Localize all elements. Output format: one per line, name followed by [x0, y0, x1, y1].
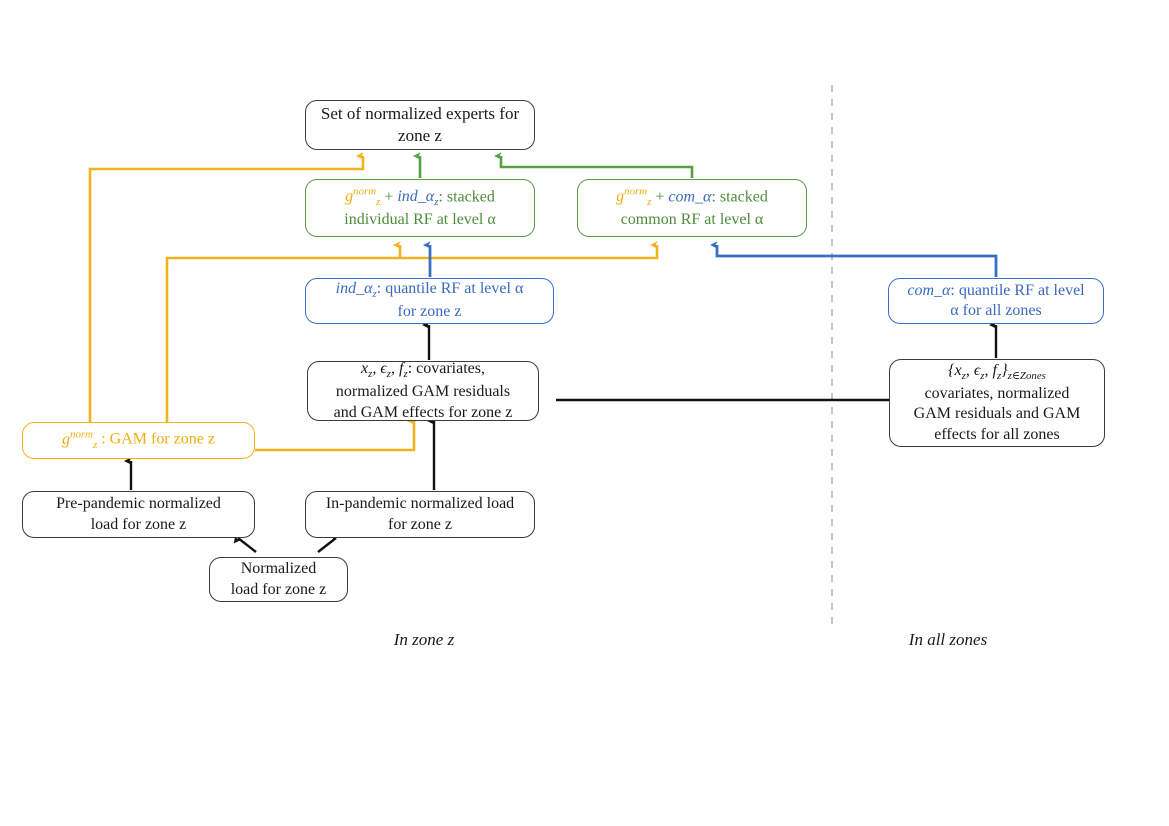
com-alpha-symbol: com_α	[668, 187, 712, 205]
stacked-common-rest: : stacked	[711, 187, 768, 205]
covariates-zone-line3: and GAM effects for zone z	[333, 403, 513, 421]
f-sub-all: z	[996, 369, 1002, 382]
set-of-normalized-experts-box[interactable]: Set of normalized experts for zone z	[305, 100, 535, 150]
f-symbol-all: f	[992, 361, 997, 379]
g-norm-z-term: gnormz	[345, 185, 381, 209]
stacked-individual-rf-box[interactable]: gnormz + ind_αz: stacked individual RF a…	[305, 179, 535, 237]
edge-normalized-load-to-pre-pandemic	[233, 535, 257, 553]
experts-line2: zone z	[398, 126, 442, 145]
pre-pandemic-text: Pre-pandemic normalized load for zone z	[56, 494, 221, 535]
g-subscript-2: z	[647, 196, 652, 209]
edge-gam-to-experts	[88, 152, 365, 452]
com-alpha-quantile-rf-box[interactable]: com_α: quantile RF at level α for all zo…	[888, 278, 1104, 324]
pre-pandemic-line1: Pre-pandemic normalized	[56, 495, 221, 513]
ind-alpha-term-symbol: ind_α	[335, 280, 373, 298]
ind-alpha-symbol: ind_α	[397, 187, 435, 205]
com-alpha-line2: α for all zones	[950, 302, 1042, 319]
x-sub-all: z	[961, 369, 966, 382]
g-norm-z-term-2: gnormz	[616, 185, 652, 209]
experts-line1: Set of normalized experts for	[320, 104, 520, 124]
edge-com-alpha-to-stacked-common	[710, 241, 998, 277]
com-alpha-rest: : quantile RF at level	[950, 281, 1085, 299]
epsilon-symbol-all: ϵ	[973, 361, 981, 379]
g-superscript: norm	[353, 185, 377, 198]
gam-symbol-group: gnormz	[62, 428, 98, 451]
gam-text: gnormz : GAM for zone z	[62, 428, 215, 452]
gam-g-symbol: g	[62, 430, 71, 448]
epsilon-sub: z	[386, 368, 392, 381]
brace-open: {	[948, 361, 955, 379]
region-label-in-zone-z: In zone z	[393, 630, 455, 649]
ind-alpha-rest: : quantile RF at level α	[376, 280, 524, 298]
edge-normalized-load-to-in-pandemic	[317, 532, 340, 553]
com-alpha-box-text: com_α: quantile RF at level α for all zo…	[907, 281, 1084, 322]
covariates-all-line3: GAM residuals and GAM	[913, 405, 1081, 423]
covariates-all-line2: covariates, normalized	[924, 384, 1070, 402]
normalized-load-box[interactable]: Normalized load for zone z	[209, 557, 348, 602]
stacked-individual-text: gnormz + ind_αz: stacked individual RF a…	[344, 186, 495, 231]
edge-stacked-common-to-experts	[494, 152, 694, 178]
in-pandemic-line2: for zone z	[388, 515, 452, 533]
pre-pandemic-line2: load for zone z	[90, 515, 187, 533]
x-symbol-all: x	[954, 361, 962, 379]
pre-pandemic-load-box[interactable]: Pre-pandemic normalized load for zone z	[22, 491, 255, 538]
stacked-common-text: gnormz + com_α: stacked common RF at lev…	[616, 186, 768, 231]
f-symbol: f	[399, 359, 404, 377]
stacked-individual-line2: individual RF at level α	[344, 210, 496, 228]
covariates-zone-text: xz, ϵz, fz: covariates, normalized GAM r…	[334, 359, 513, 423]
ind-alpha-box-text: ind_αz: quantile RF at level α for zone …	[336, 279, 524, 323]
covariates-zone-rest: : covariates,	[407, 359, 485, 377]
normalized-load-line2: load for zone z	[230, 580, 327, 598]
region-label-in-all-zones: In all zones	[908, 630, 988, 649]
covariates-all-line4: effects for all zones	[934, 425, 1060, 443]
gam-g-superscript: norm	[70, 428, 93, 441]
plus-symbol-2: +	[655, 187, 665, 205]
ind-alpha-line2: for zone z	[397, 303, 462, 321]
ind-alpha-term: ind_αz	[397, 187, 439, 209]
g-symbol-2: g	[616, 187, 625, 205]
ind-alpha-quantile-rf-box[interactable]: ind_αz: quantile RF at level α for zone …	[305, 278, 554, 324]
covariates-zone-box[interactable]: xz, ϵz, fz: covariates, normalized GAM r…	[307, 359, 539, 423]
g-symbol: g	[345, 187, 354, 205]
covariates-zone-math: xz, ϵz, fz	[360, 359, 408, 381]
in-pandemic-line1: In-pandemic normalized load	[325, 495, 515, 513]
ind-alpha-label: ind_αz	[335, 280, 377, 301]
plus-symbol: +	[384, 187, 394, 205]
com-alpha-term-symbol: com_α	[907, 281, 951, 299]
ind-alpha-term-sub: z	[372, 288, 377, 301]
edge-gam-to-covariates-zone	[255, 417, 416, 452]
in-pandemic-load-box[interactable]: In-pandemic normalized load for zone z	[305, 491, 535, 538]
g-subscript: z	[376, 196, 381, 209]
stacked-individual-rest: : stacked	[438, 187, 495, 205]
x-symbol: x	[360, 359, 369, 377]
covariates-all-text: {xz, ϵz, fz}z∈Zones covariates, normaliz…	[914, 361, 1081, 446]
stacked-common-line2: common RF at level α	[620, 210, 764, 228]
g-superscript-2: norm	[624, 185, 648, 198]
ind-alpha-subscript: z	[434, 196, 439, 209]
covariates-all-math: {xz, ϵz, fz}z∈Zones	[948, 361, 1046, 382]
gam-for-zone-z-box[interactable]: gnormz : GAM for zone z	[22, 422, 255, 459]
x-sub: z	[368, 368, 373, 381]
zones-subscript: z∈Zones	[1007, 369, 1046, 382]
epsilon-symbol: ϵ	[380, 359, 387, 377]
gam-g-subscript: z	[92, 438, 98, 451]
normalized-load-text: Normalized load for zone z	[231, 559, 327, 600]
stacked-common-rf-box[interactable]: gnormz + com_α: stacked common RF at lev…	[577, 179, 807, 237]
experts-text: Set of normalized experts for zone z	[321, 103, 519, 147]
epsilon-sub-all: z	[980, 369, 985, 382]
in-pandemic-text: In-pandemic normalized load for zone z	[326, 494, 514, 535]
covariates-zone-line2: normalized GAM residuals	[335, 383, 511, 401]
brace-close: }	[1001, 361, 1008, 379]
normalized-load-line1: Normalized	[240, 560, 317, 578]
edge-gam-to-stacked-common	[165, 241, 659, 452]
f-sub: z	[403, 368, 408, 381]
covariates-all-zones-box[interactable]: {xz, ϵz, fz}z∈Zones covariates, normaliz…	[889, 359, 1105, 447]
gam-rest: : GAM for zone z	[101, 430, 215, 448]
